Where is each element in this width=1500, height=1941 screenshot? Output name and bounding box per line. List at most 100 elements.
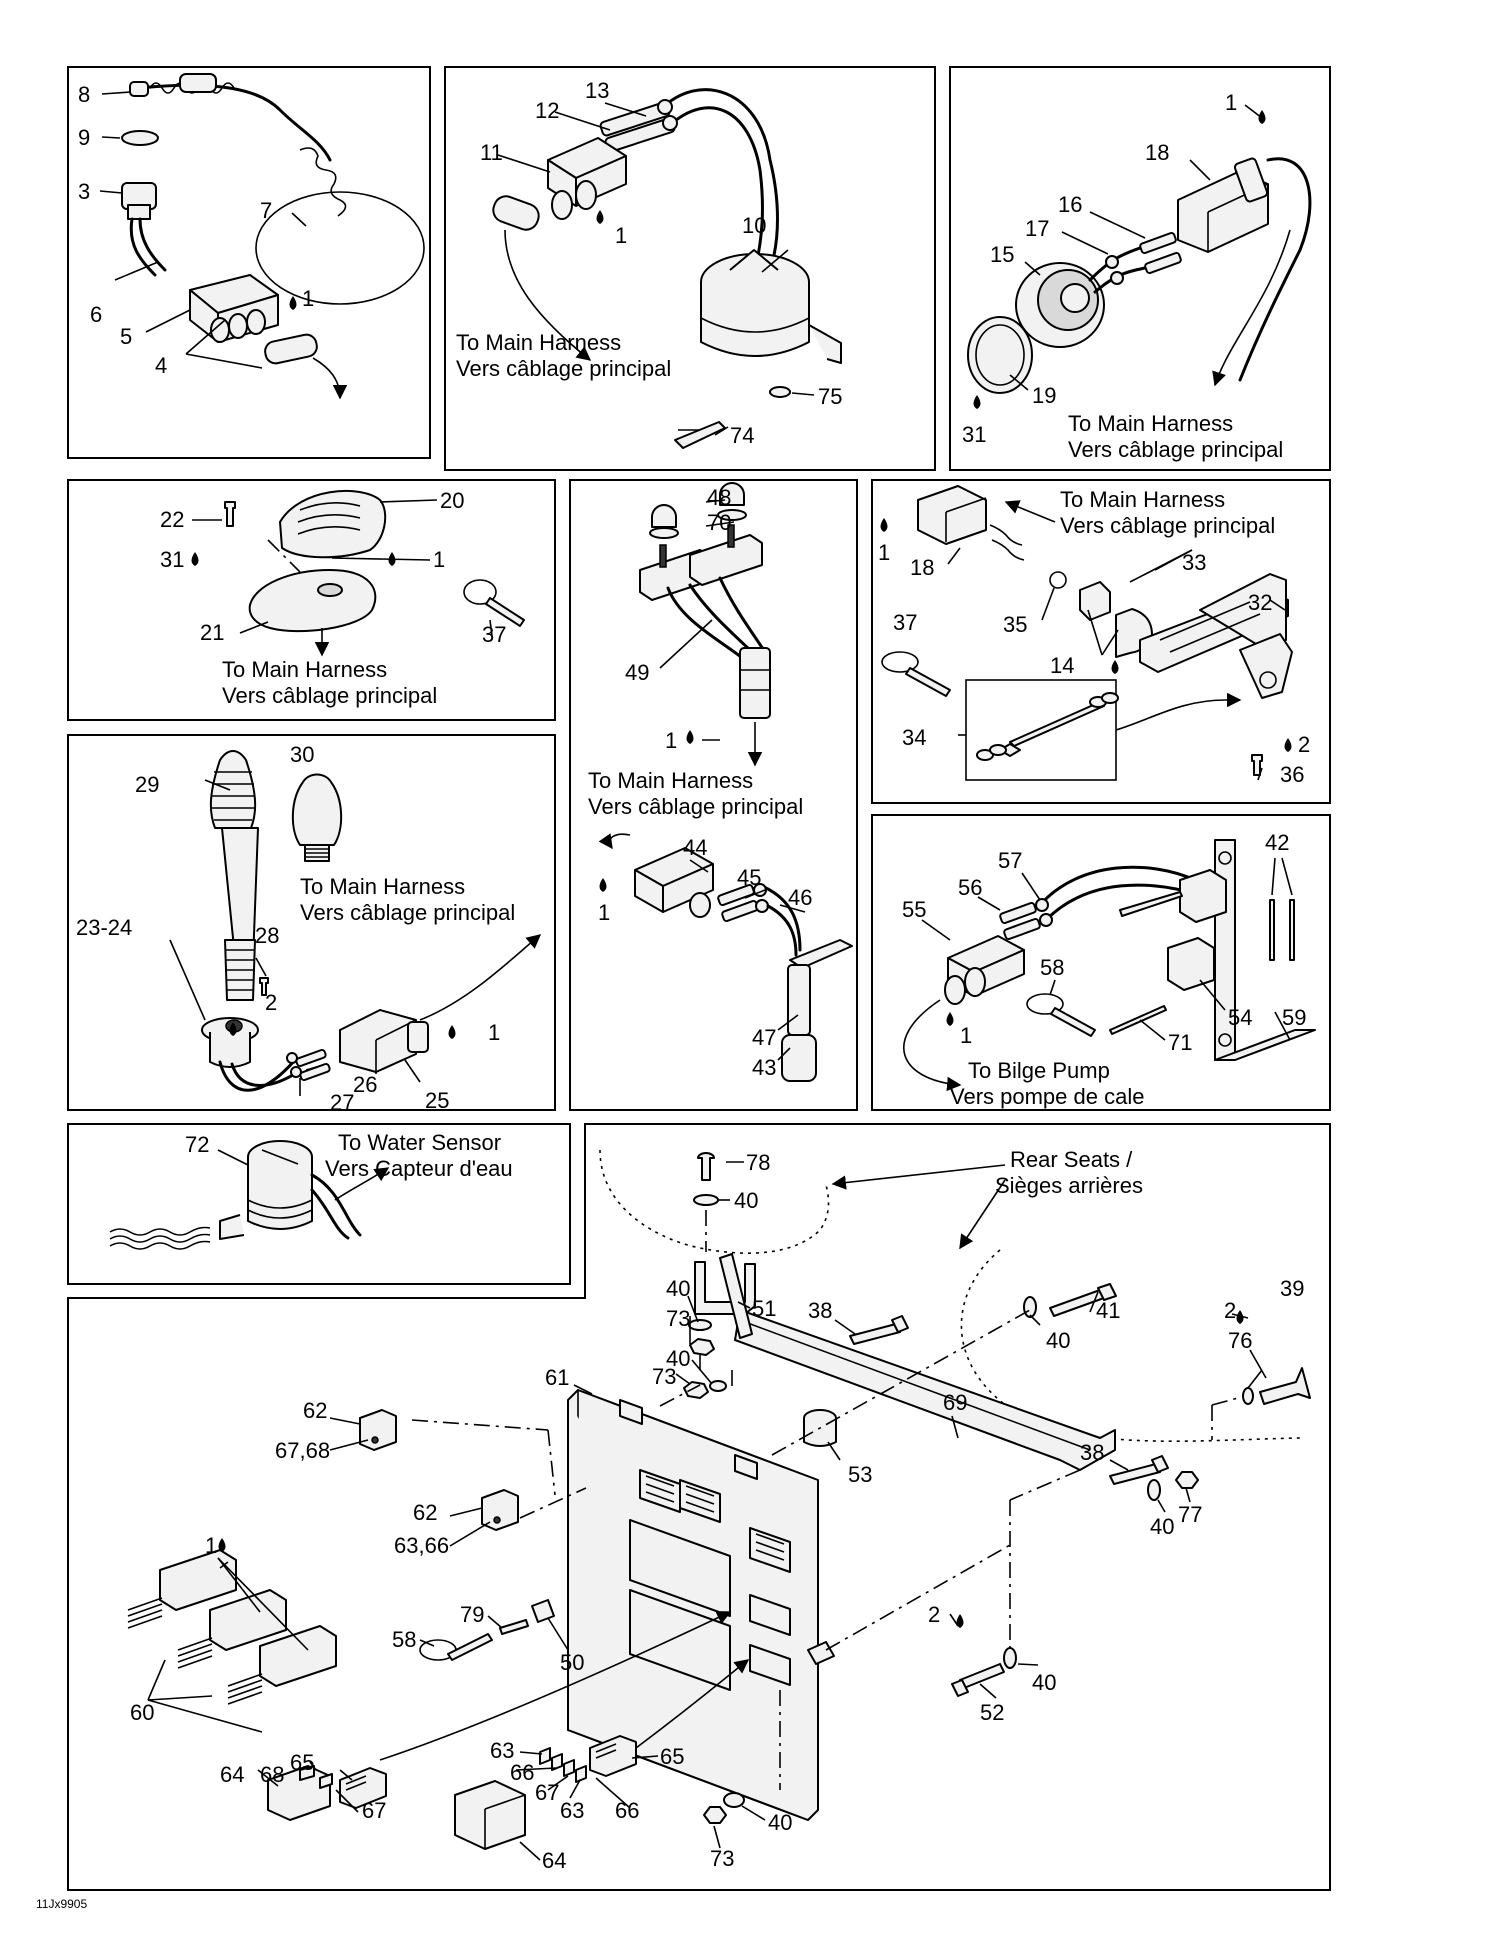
callout-1: 1 (1225, 90, 1237, 115)
callout-40: 40 (1150, 1514, 1174, 1539)
callout-61: 61 (545, 1365, 569, 1390)
callout-40: 40 (1046, 1328, 1070, 1353)
callout-58: 58 (392, 1627, 416, 1652)
callout-79: 79 (460, 1602, 484, 1627)
callout-1: 1 (615, 223, 627, 248)
caption-to-main-harness: To Main Harness (1060, 487, 1225, 512)
caption-to-main-harness: To Main Harness (456, 330, 621, 355)
callout-52: 52 (980, 1700, 1004, 1725)
callout-39: 39 (1280, 1276, 1304, 1301)
caption-vers-pompe-de-cale: Vers pompe de cale (950, 1084, 1144, 1109)
callout-18: 18 (910, 555, 934, 580)
callout-36: 36 (1280, 762, 1304, 787)
callout-26: 26 (353, 1072, 377, 1097)
callout-66: 66 (510, 1760, 534, 1785)
caption-to-water-sensor: To Water Sensor (338, 1130, 501, 1155)
callout-9: 9 (78, 125, 90, 150)
callout-5: 5 (120, 324, 132, 349)
callout-56: 56 (958, 875, 982, 900)
caption-to-main-harness: To Main Harness (300, 874, 465, 899)
callout-40: 40 (666, 1346, 690, 1371)
callout-68: 68 (260, 1762, 284, 1787)
callout-15: 15 (990, 242, 1014, 267)
callout-22: 22 (160, 507, 184, 532)
callout-2: 2 (928, 1602, 940, 1627)
caption-vers-cablage-principal: Vers câblage principal (588, 794, 803, 819)
callout-48: 48 (707, 485, 731, 510)
panel-stern-light: To Main Harness Vers câblage principal 3… (67, 734, 556, 1115)
callout-1: 1 (960, 1023, 972, 1048)
caption-to-main-harness: To Main Harness (1068, 411, 1233, 436)
caption-vers-cablage-principal: Vers câblage principal (300, 900, 515, 925)
callout-29: 29 (135, 772, 159, 797)
callout-60: 60 (130, 1700, 154, 1725)
callout-62: 62 (303, 1398, 327, 1423)
callout-2: 2 (265, 990, 277, 1015)
callout-31: 31 (160, 547, 184, 572)
panel-bilge-pump: To Water Sensor Vers Capteur d'eau 72 (67, 1123, 571, 1285)
callout-19: 19 (1032, 383, 1056, 408)
callout-38: 38 (808, 1298, 832, 1323)
callout-25: 25 (425, 1088, 449, 1113)
callout-33: 33 (1182, 550, 1206, 575)
callout-62: 62 (413, 1500, 437, 1525)
panel-bilge-bracket: To Bilge Pump Vers pompe de cale 57 42 5… (871, 814, 1331, 1111)
callout-69: 69 (943, 1390, 967, 1415)
caption-to-main-harness: To Main Harness (588, 768, 753, 793)
callout-45: 45 (737, 865, 761, 890)
callout-65: 65 (660, 1744, 684, 1769)
callout-64: 64 (542, 1848, 566, 1873)
callout-47: 47 (752, 1025, 776, 1050)
callout-7: 7 (260, 198, 272, 223)
callout-32: 32 (1248, 590, 1272, 615)
callout-65: 65 (290, 1750, 314, 1775)
callout-50: 50 (560, 1650, 584, 1675)
callout-38: 38 (1080, 1440, 1104, 1465)
callout-31: 31 (962, 422, 986, 447)
callout-40: 40 (734, 1188, 758, 1213)
callout-41: 41 (1096, 1298, 1120, 1323)
callout-35: 35 (1003, 612, 1027, 637)
callout-21: 21 (200, 620, 224, 645)
callout-3: 3 (78, 179, 90, 204)
callout-67: 67 (362, 1798, 386, 1823)
callout-28: 28 (255, 923, 279, 948)
callout-55: 55 (902, 897, 926, 922)
caption-vers-cablage-principal: Vers câblage principal (1060, 513, 1275, 538)
callout-78: 78 (746, 1150, 770, 1175)
caption-vers-cablage-principal: Vers câblage principal (456, 356, 671, 381)
callout-73: 73 (652, 1364, 676, 1389)
callout-23-24: 23-24 (76, 915, 132, 940)
callout-1: 1 (488, 1020, 500, 1045)
callout-63-66: 63,66 (394, 1533, 449, 1558)
callout-1: 1 (433, 547, 445, 572)
callout-67-68: 67,68 (275, 1438, 330, 1463)
panel-throttle-sensor: To Main Harness Vers câblage principal 1… (871, 479, 1331, 804)
panel-mpem-bracket: Rear Seats / Sièges arrières (67, 1123, 1331, 1891)
callout-18: 18 (1145, 140, 1169, 165)
callout-40: 40 (1032, 1670, 1056, 1695)
callout-4: 4 (155, 353, 167, 378)
callout-1-b: 1 (598, 900, 610, 925)
callout-1: 1 (665, 728, 677, 753)
callout-12: 12 (535, 98, 559, 123)
callout-40: 40 (666, 1276, 690, 1301)
callout-67: 67 (535, 1780, 559, 1805)
caption-vers-capteur-d-eau: Vers Capteur d'eau (325, 1156, 513, 1181)
callout-73: 73 (710, 1846, 734, 1871)
callout-59: 59 (1282, 1005, 1306, 1030)
callout-2: 2 (1298, 732, 1310, 757)
callout-11: 11 (480, 140, 503, 165)
callout-49: 49 (625, 660, 649, 685)
callout-14: 14 (1050, 653, 1074, 678)
callout-16: 16 (1058, 192, 1082, 217)
callout-30: 30 (290, 742, 314, 767)
caption-rear-seats: Rear Seats / (1010, 1147, 1133, 1172)
callout-57: 57 (998, 848, 1022, 873)
callout-2: 2 (1224, 1298, 1236, 1323)
callout-27: 27 (330, 1090, 354, 1115)
callout-17: 17 (1025, 216, 1049, 241)
callout-71: 71 (1168, 1030, 1192, 1055)
caption-to-bilge-pump: To Bilge Pump (968, 1058, 1110, 1083)
